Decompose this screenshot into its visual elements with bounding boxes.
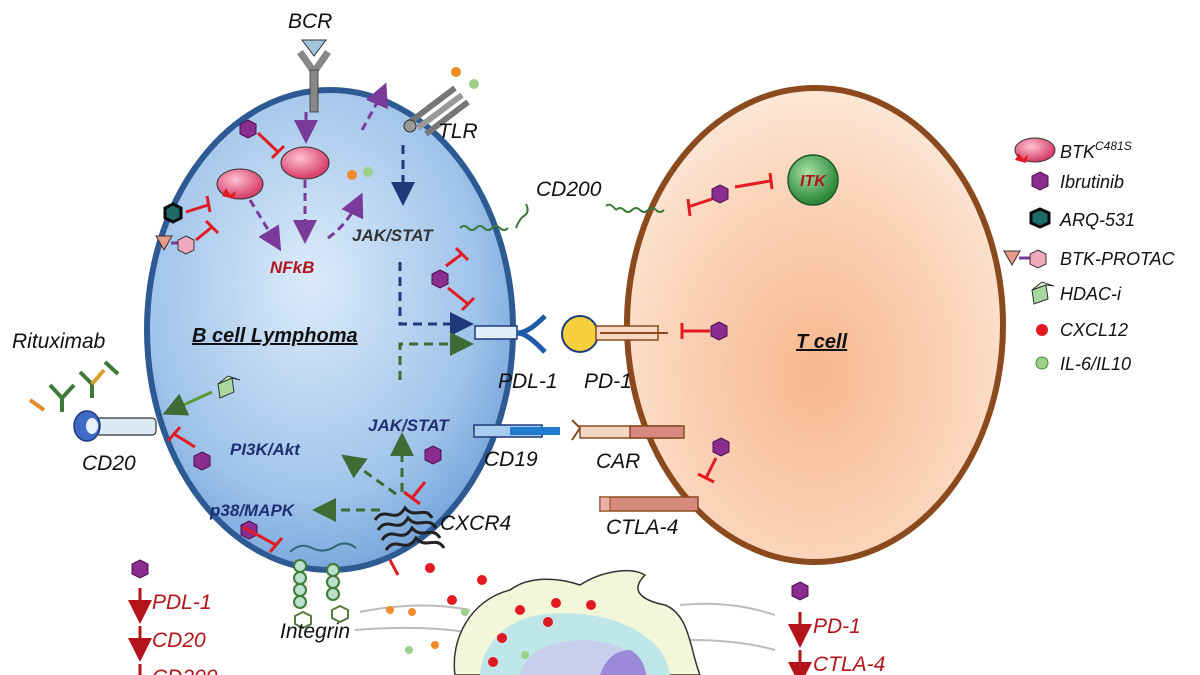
t-cell-label: T cell [796, 331, 848, 353]
cd200-label: CD200 [536, 178, 602, 201]
legend-btk-icon [1014, 137, 1056, 163]
effect-right-1: PD-1 [813, 615, 861, 638]
stromal-cell [354, 569, 776, 675]
cd20-receptor [73, 410, 157, 442]
left-effects: PDL-1 CD20 CD200 [128, 588, 218, 675]
ctla4-receptor [599, 496, 699, 512]
legend: BTKC481S Ibrutinib ARQ-531 BTK-PROTAC HD… [1003, 137, 1176, 374]
legend-hdac: HDAC-i [1060, 284, 1122, 304]
legend-hdac-icon [1031, 281, 1055, 305]
car-receptor [571, 419, 685, 441]
effect-left-1: PDL-1 [152, 591, 212, 614]
integrin-label: Integrin [280, 620, 350, 643]
chemokine-dots [386, 563, 596, 667]
rituximab-label: Rituximab [12, 330, 106, 353]
pd1-label: PD-1 [584, 370, 632, 393]
btk-protein-top [280, 146, 330, 180]
btk-protac-drug [155, 235, 195, 255]
cd19-receptor [473, 424, 560, 438]
jakstat-top-label: JAK/STAT [352, 226, 434, 245]
legend-protac-icon [1003, 249, 1047, 269]
inhibition-marks [166, 131, 774, 553]
cd20-label: CD20 [82, 452, 136, 475]
hdac-arrow [162, 390, 213, 416]
legend-il6: IL-6/IL10 [1060, 354, 1131, 374]
b-cell-label: B cell Lymphoma [192, 325, 358, 347]
jakstat-arrows [391, 145, 474, 336]
ibrutinib-drugs [131, 119, 809, 601]
itk-kinase [787, 154, 839, 206]
btk-protein-left [216, 168, 264, 200]
pi3k-label: PI3K/Akt [230, 440, 301, 459]
legend-arq-icon [1029, 207, 1051, 229]
effect-left-2: CD20 [152, 629, 206, 652]
ctla4-label: CTLA-4 [606, 516, 678, 539]
tlr-receptor [403, 67, 479, 137]
hdac-inhibitor-drug [217, 375, 241, 399]
bcr-receptor [297, 39, 331, 113]
effect-right-2: CTLA-4 [813, 653, 885, 675]
cytokine-dot [363, 167, 373, 177]
effect-left-3: CD200 [152, 666, 218, 675]
tlr-label: TLR [438, 120, 478, 143]
jakstat-mid-label: JAK/STAT [368, 416, 450, 435]
pdl1-receptor [474, 314, 547, 354]
legend-protac: BTK-PROTAC [1060, 249, 1176, 269]
cd200-receptor [459, 203, 529, 231]
pd1-receptor [561, 315, 668, 353]
legend-cxcl12: CXCL12 [1060, 320, 1128, 340]
nfkb-label: NFkB [270, 258, 314, 277]
rituximab-antibodies [28, 360, 120, 412]
cxcr4-signal-arrows [312, 332, 474, 522]
btk-signal-arrows [248, 82, 388, 252]
legend-btk: BTKC481S [1060, 139, 1132, 162]
p38-label: p38/MAPK [209, 501, 296, 520]
right-effects: PD-1 CTLA-4 [788, 612, 885, 675]
arq531-drug [163, 202, 183, 224]
legend-arq: ARQ-531 [1059, 210, 1135, 230]
legend-ibrutinib: Ibrutinib [1060, 172, 1124, 192]
cytokine-dot [347, 170, 357, 180]
legend-ibrutinib-icon [1031, 171, 1049, 191]
car-label: CAR [596, 450, 640, 473]
cxcr4-label: CXCR4 [440, 512, 511, 535]
itk-label: ITK [800, 173, 827, 190]
cd19-label: CD19 [484, 448, 538, 471]
pdl1-label: PDL-1 [498, 370, 558, 393]
cxcr4-receptor [373, 505, 446, 576]
legend-il6-icon [1035, 356, 1049, 370]
bcr-label: BCR [288, 10, 332, 33]
integrin-receptor [289, 542, 357, 630]
legend-cxcl12-icon [1036, 324, 1048, 336]
cd200-receptor-tcell [605, 203, 665, 213]
